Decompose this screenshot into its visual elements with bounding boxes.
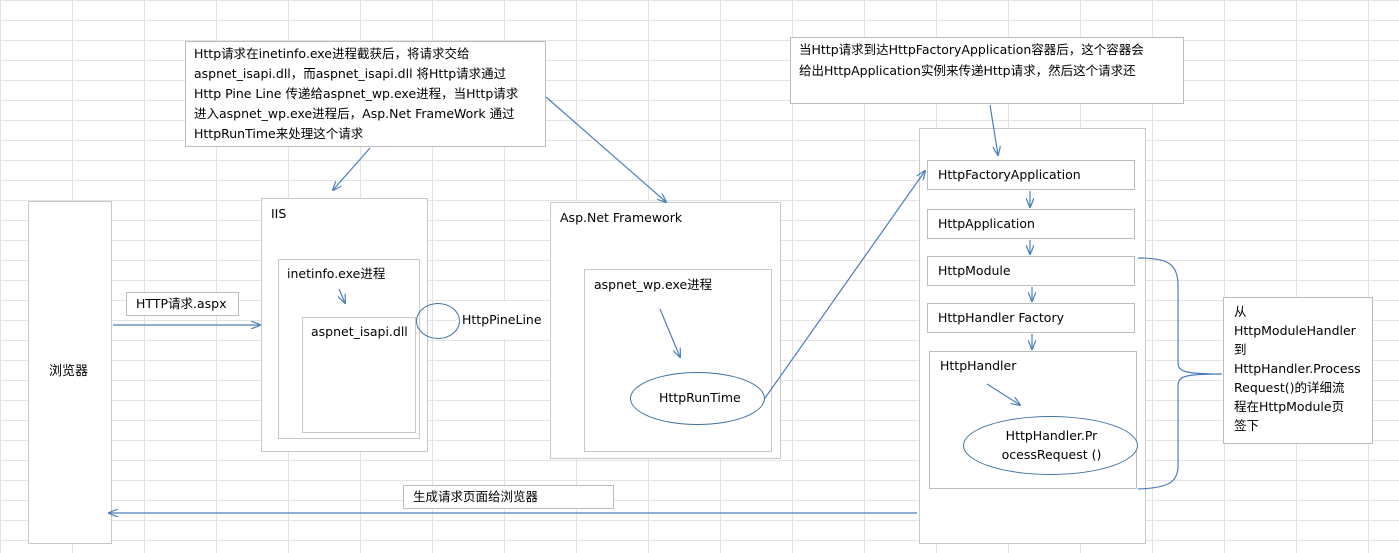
arrow-note-to-framework (545, 96, 666, 202)
httphandler-label: HttpHandler (940, 358, 1017, 373)
httpmodule-label: HttpModule (938, 263, 1011, 278)
note-right: 当Http请求到达HttpFactoryApplication容器后，这个容器会… (790, 37, 1184, 104)
processrequest-ellipse: HttpHandler.Pr ocessRequest () (963, 416, 1138, 475)
arrow-inetinfo-to-isapi (339, 288, 345, 303)
request-label-box: HTTP请求.aspx (126, 292, 239, 316)
httpfactoryapplication-label: HttpFactoryApplication (938, 167, 1081, 182)
inetinfo-process-box: inetinfo.exe进程 aspnet_isapi.dll (278, 259, 420, 439)
httpmodule-box: HttpModule (927, 256, 1135, 286)
response-label-box: 生成请求页面给浏览器 (403, 485, 614, 509)
httphandler-factory-box: HttpHandler Factory (927, 303, 1135, 333)
side-note-line-1: 从 (1234, 304, 1247, 319)
note-right-line-1: 当Http请求到达HttpFactoryApplication容器后，这个容器会 (799, 42, 1144, 57)
note-left: Http请求在inetinfo.exe进程截获后，将请求交给 aspnet_is… (185, 41, 546, 147)
note-left-line-5: HttpRunTime来处理这个请求 (194, 126, 364, 141)
aspnet-wp-process-label: aspnet_wp.exe进程 (594, 277, 713, 292)
side-note-line-5: Request()的详细流 (1234, 380, 1345, 395)
processrequest-label-line-2: ocessRequest () (1001, 447, 1102, 462)
httphandler-factory-label: HttpHandler Factory (938, 310, 1064, 325)
side-note: 从 HttpModuleHandler 到 HttpHandler.Proces… (1223, 297, 1373, 444)
pipeline-label: HttpPineLine (462, 312, 542, 327)
processrequest-label-line-1: HttpHandler.Pr (1005, 428, 1098, 443)
note-left-line-2: aspnet_isapi.dll，而aspnet_isapi.dll 将Http… (194, 66, 507, 81)
aspnet-isapi-label: aspnet_isapi.dll (311, 324, 408, 339)
processrequest-label: HttpHandler.Pr ocessRequest () (964, 426, 1139, 464)
framework-title: Asp.Net Framework (560, 210, 683, 225)
httpfactoryapplication-box: HttpFactoryApplication (927, 160, 1135, 190)
note-right-line-2: 给出HttpApplication实例来传递Http请求，然后这个请求还 (799, 63, 1136, 78)
browser-label: 浏览器 (49, 364, 89, 379)
arrow-handler-to-processrequest (986, 383, 1020, 405)
request-label: HTTP请求.aspx (136, 296, 227, 311)
iis-box: IIS inetinfo.exe进程 aspnet_isapi.dll (261, 198, 428, 452)
httpapplication-box: HttpApplication (927, 209, 1135, 239)
inetinfo-process-label: inetinfo.exe进程 (287, 266, 386, 281)
arrow-runtime-to-factory (764, 171, 925, 399)
side-note-line-6: 程在HttpModule页 (1234, 399, 1345, 414)
pipeline-connector-ellipse (416, 303, 460, 339)
arrow-note-right-to-stack (989, 104, 998, 155)
response-label: 生成请求页面给浏览器 (413, 489, 539, 504)
side-note-line-2: HttpModuleHandler (1234, 323, 1356, 338)
note-left-line-3: Http Pine Line 传递给aspnet_wp.exe进程，当Http请… (194, 86, 519, 101)
note-left-line-4: 进入aspnet_wp.exe进程后，Asp.Net FrameWork 通过 (194, 106, 515, 121)
iis-title: IIS (271, 206, 287, 221)
httpruntime-label: HttpRunTime (659, 390, 741, 405)
side-note-line-7: 签下 (1234, 418, 1260, 433)
aspnet-isapi-box: aspnet_isapi.dll (302, 317, 416, 433)
arrow-note-to-iis (333, 147, 371, 190)
arrow-process-to-runtime (659, 308, 680, 357)
httpapplication-label: HttpApplication (938, 216, 1035, 231)
httpruntime-ellipse: HttpRunTime (630, 372, 765, 425)
side-note-line-4: HttpHandler.Process (1234, 361, 1361, 376)
browser-box: 浏览器 (28, 201, 112, 544)
pipeline-box: HttpPineLine (456, 301, 550, 339)
side-note-line-3: 到 (1234, 342, 1247, 357)
note-left-line-1: Http请求在inetinfo.exe进程截获后，将请求交给 (194, 46, 470, 61)
bracket-brace (1137, 257, 1223, 490)
